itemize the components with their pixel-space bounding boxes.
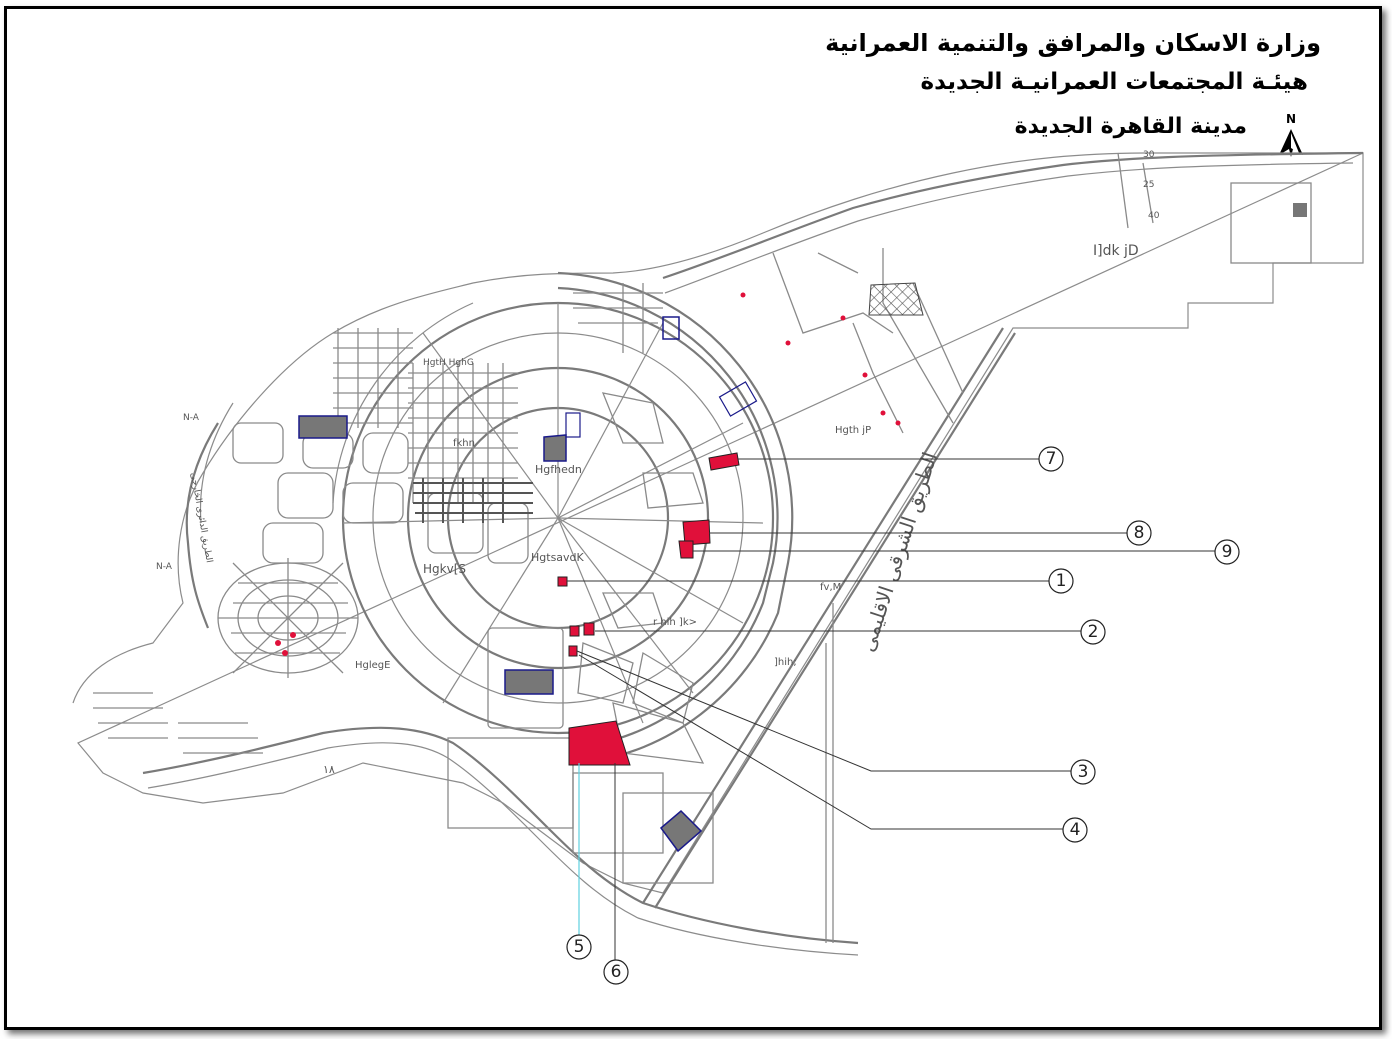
label-district-h: fkhn xyxy=(453,438,475,449)
callout-7: 7 xyxy=(1038,446,1064,472)
callout-3: 3 xyxy=(1070,759,1096,785)
parcel-8 xyxy=(682,519,711,546)
label-ring-road-west-2: N-A xyxy=(156,562,173,572)
label-road-25: 25 xyxy=(1143,180,1154,190)
label-district-e: fv,M xyxy=(820,582,841,593)
label-district-d: Hgth jP xyxy=(835,425,871,436)
label-eastern-highway: الطريق الشرقى الاقليمى xyxy=(855,449,942,654)
map-frame: وزارة الاسكان والمرافق والتنمية العمراني… xyxy=(4,6,1382,1030)
parcel-9 xyxy=(678,540,694,559)
reserved-parcel xyxy=(659,809,703,853)
reserved-parcel xyxy=(543,434,567,462)
title-authority: هيئـة المجتمعات العمرانيـة الجديدة xyxy=(921,69,1308,95)
label-district-g: r hih ]k> xyxy=(653,617,697,628)
highlighted-parcels xyxy=(275,292,901,766)
parcel-3 xyxy=(568,645,578,657)
callout-2: 2 xyxy=(1080,619,1106,645)
callout-8: 8 xyxy=(1126,520,1152,546)
callout-5-number: 5 xyxy=(574,937,585,957)
callout-6-number: 6 xyxy=(611,962,622,982)
callout-1-number: 1 xyxy=(1056,571,1067,591)
reserved-parcels xyxy=(298,203,1307,853)
reserved-parcel xyxy=(504,669,554,695)
title-block: وزارة الاسكان والمرافق والتنمية العمراني… xyxy=(825,29,1321,140)
reserved-parcel xyxy=(298,415,348,439)
north-label: N xyxy=(1286,112,1296,126)
callout-5: 5 xyxy=(566,934,592,960)
city-boundary xyxy=(72,151,1364,956)
callout-2-number: 2 xyxy=(1088,622,1099,642)
parcel-2b xyxy=(583,622,595,636)
label-west-road: الطريق الدائرى الخارجى xyxy=(188,472,214,564)
callout-3-number: 3 xyxy=(1078,762,1089,782)
ring-roads xyxy=(332,271,794,765)
hatched-zone xyxy=(868,282,924,316)
parcel-1 xyxy=(557,576,568,587)
label-district-a: Hgkv[S xyxy=(423,562,466,576)
label-district-f: ]hih; xyxy=(774,657,797,668)
callout-markers: 7 8 9 1 2 3 4 5 xyxy=(566,446,1240,985)
city-master-plan-map: وزارة الاسكان والمرافق والتنمية العمراني… xyxy=(72,29,1364,985)
label-road-30: 30 xyxy=(1143,150,1155,160)
label-road-40: 40 xyxy=(1148,211,1160,221)
parcel-6 xyxy=(568,720,631,766)
label-district-c: HglegE xyxy=(355,660,390,671)
title-ministry: وزارة الاسكان والمرافق والتنمية العمراني… xyxy=(825,29,1321,57)
label-district-i: Hgfhedn xyxy=(535,463,582,476)
label-east-area: I]dk jD xyxy=(1093,243,1139,259)
callout-7-number: 7 xyxy=(1046,449,1057,469)
callout-4: 4 xyxy=(1062,817,1088,843)
callout-6: 6 xyxy=(603,959,629,985)
map-labels: N-A N-A I]dk jD 30 25 40 Hgkv[S HgtsavdK… xyxy=(156,150,1160,776)
title-city: مدينة القاهرة الجديدة xyxy=(1015,114,1247,139)
label-district-j: HgtH HghG xyxy=(423,358,474,368)
callout-9-number: 9 xyxy=(1222,542,1233,562)
label-area-18: ١٨ xyxy=(323,763,335,776)
central-hub xyxy=(413,478,533,523)
callout-9: 9 xyxy=(1214,539,1240,565)
parcel-2 xyxy=(569,625,580,637)
callout-lines xyxy=(567,458,1215,961)
label-district-b: HgtsavdK xyxy=(531,551,585,564)
callout-1: 1 xyxy=(1048,568,1074,594)
neighborhood-blocks xyxy=(93,152,1312,943)
label-ring-road-west: N-A xyxy=(183,413,200,423)
callout-4-number: 4 xyxy=(1070,820,1081,840)
small-red-markers xyxy=(275,292,901,656)
callout-8-number: 8 xyxy=(1134,523,1145,543)
north-arrow-icon: N xyxy=(1279,112,1303,157)
parcel-7 xyxy=(708,452,740,471)
